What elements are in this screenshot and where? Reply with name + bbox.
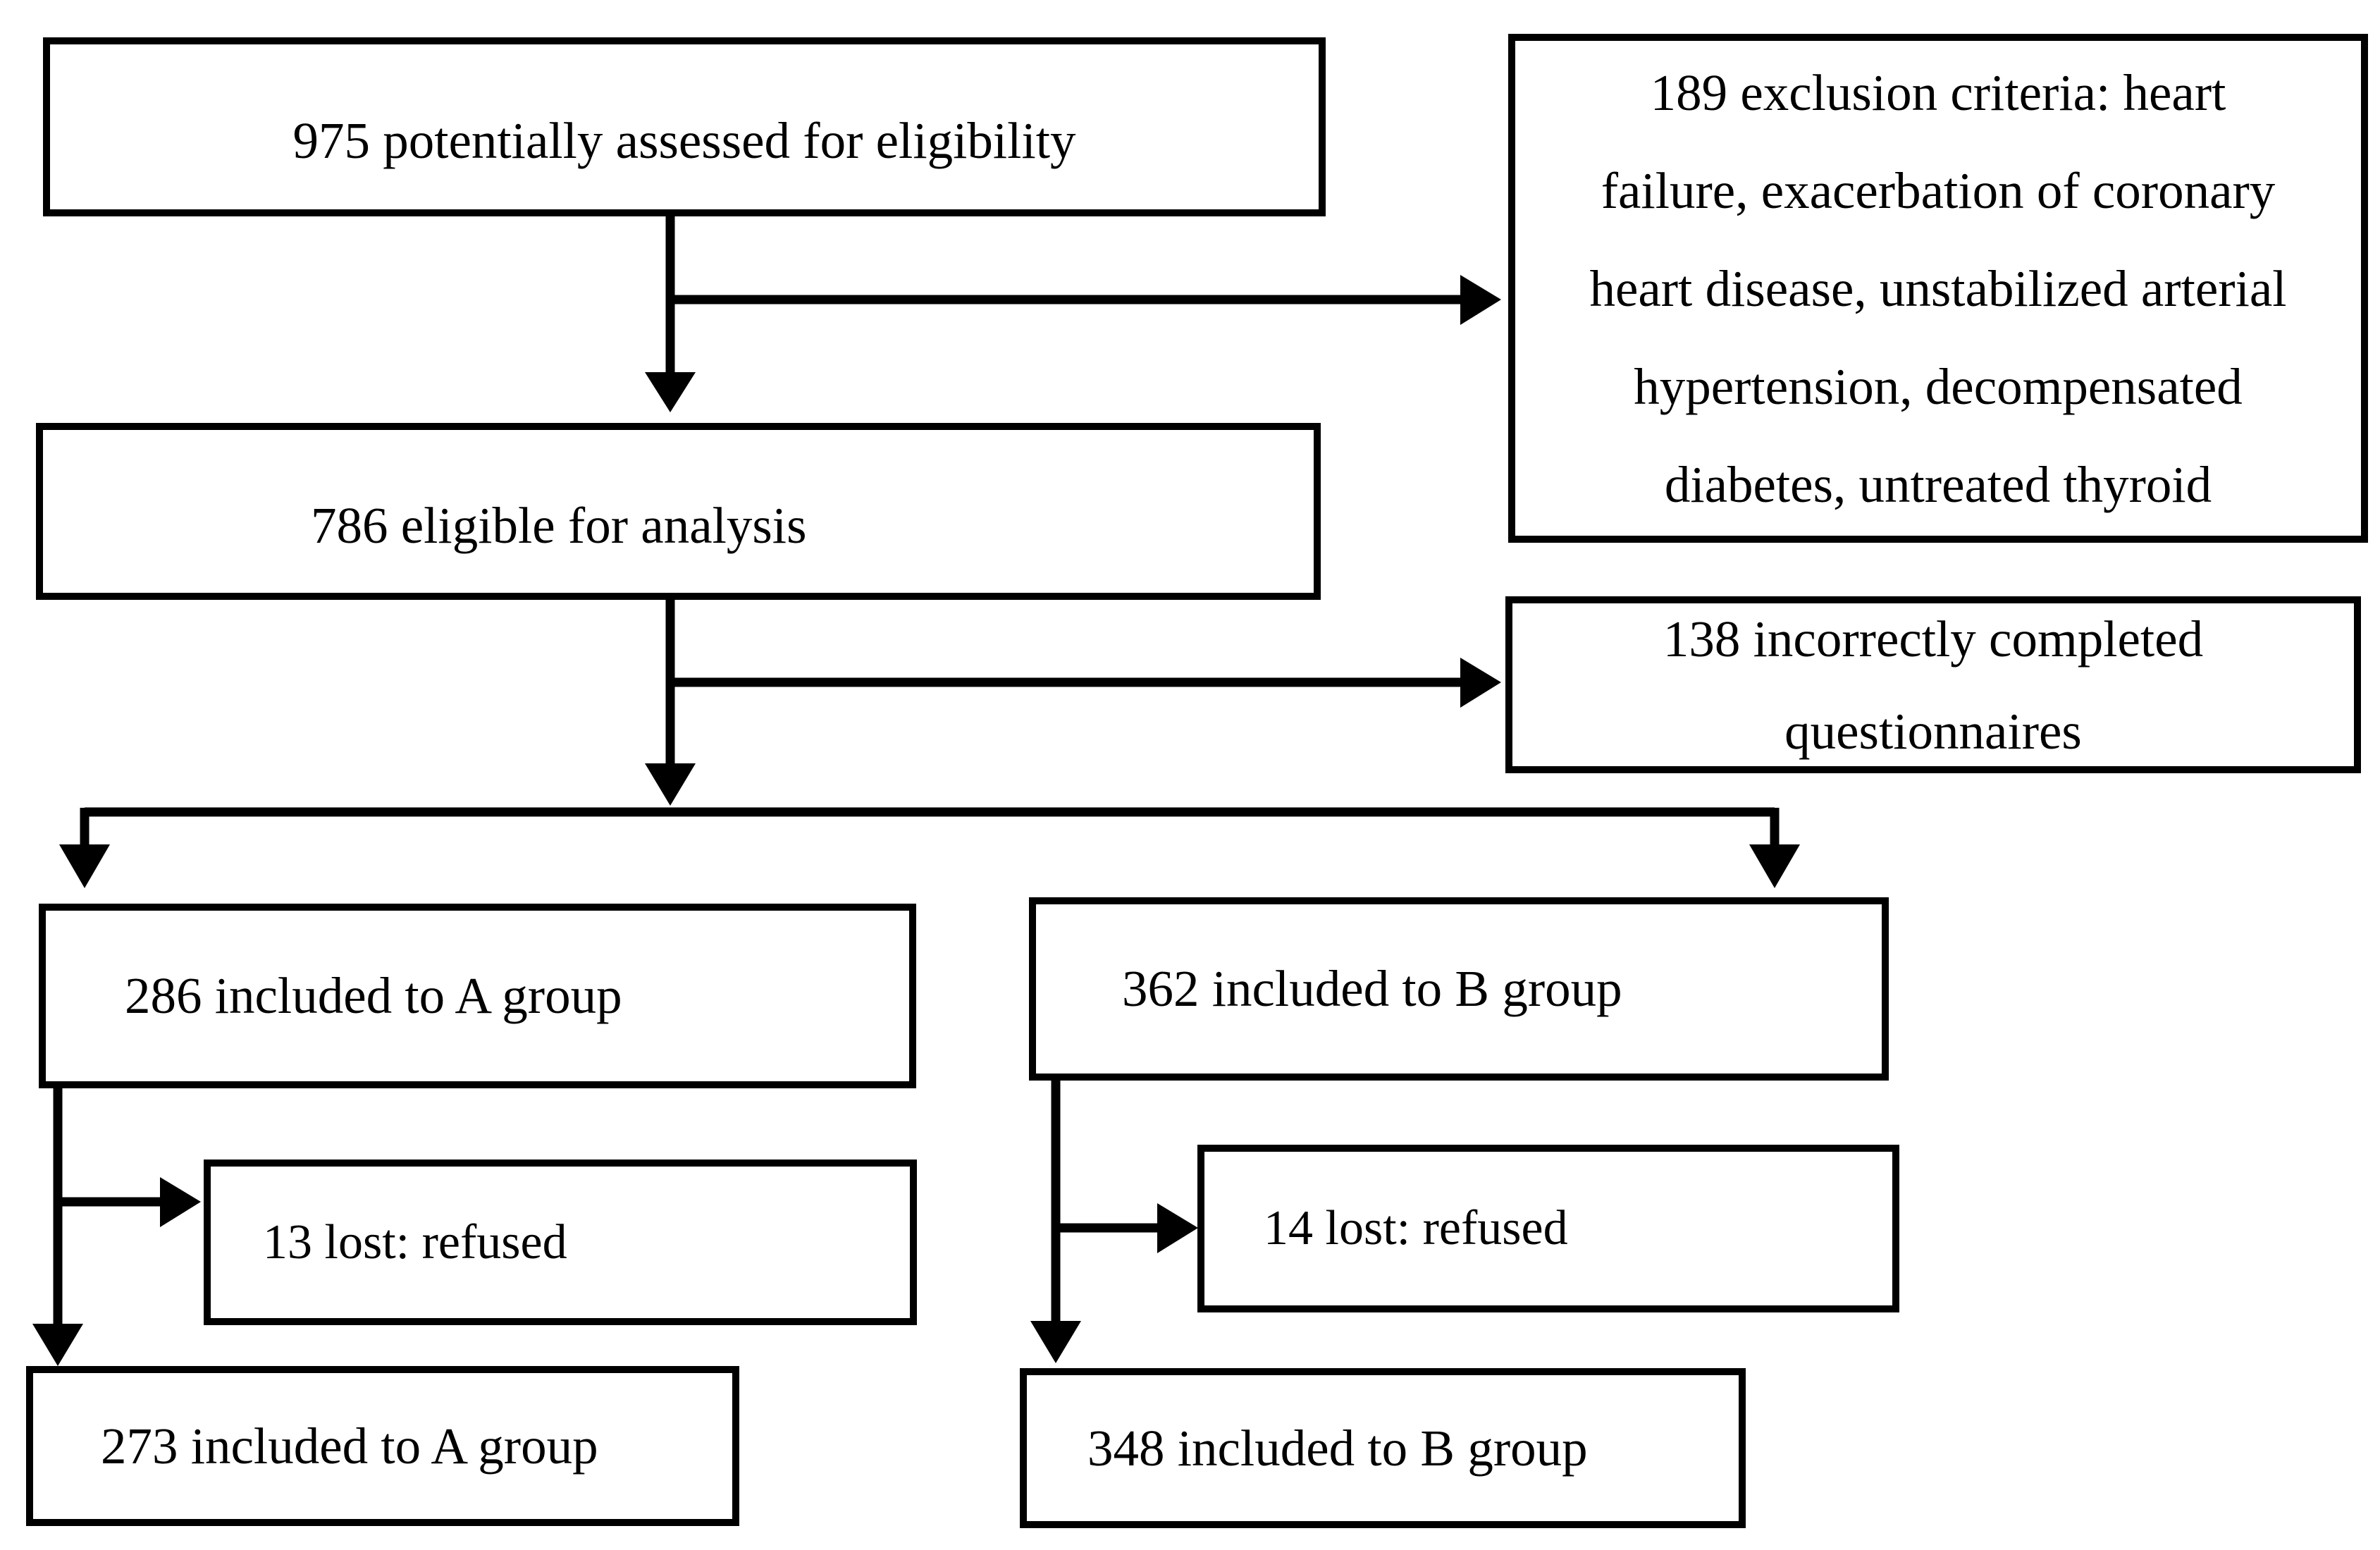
arrow-group-a-to-lost-a: [58, 1177, 201, 1227]
arrow-group-b-to-final-b: [1030, 1081, 1081, 1363]
node-final-a-label: 273 included to A group: [101, 1417, 598, 1475]
node-exclusion-line: heart disease, unstabilized arterial: [1589, 259, 2287, 317]
node-eligible-label: 786 eligible for analysis: [311, 496, 807, 554]
node-lost-b-box: 14 lost: refused: [1197, 1145, 1899, 1312]
node-lost-b-label: 14 lost: refused: [1264, 1201, 1568, 1256]
node-questionnaires-line: 138 incorrectly completed: [1663, 610, 2204, 668]
node-final-b-label: 348 included to B group: [1087, 1419, 1588, 1477]
arrow-assessed-to-eligible: [645, 216, 696, 412]
node-group-b-label: 362 included to B group: [1122, 960, 1622, 1018]
node-group-a-label: 286 included to A group: [125, 967, 622, 1025]
arrow-group-a-to-final-a: [32, 1088, 83, 1366]
node-exclusion-box: 189 exclusion criteria: heart failure, e…: [1508, 34, 2368, 543]
node-lost-a-box: 13 lost: refused: [204, 1160, 917, 1325]
arrow-group-b-to-lost-b: [1056, 1203, 1198, 1253]
arrow-assessed-to-exclusion: [670, 275, 1501, 325]
node-assessed-box: 975 potentially assessed for eligibility: [43, 37, 1326, 216]
node-eligible-box: 786 eligible for analysis: [36, 423, 1321, 600]
node-group-a-box: 286 included to A group: [39, 904, 916, 1088]
arrow-split-bar: [59, 807, 1800, 888]
node-lost-a-label: 13 lost: refused: [263, 1214, 567, 1269]
node-questionnaires-line: questionnaires: [1784, 702, 2082, 760]
node-assessed-label: 975 potentially assessed for eligibility: [292, 112, 1076, 170]
node-exclusion-line: hypertension, decompensated: [1634, 357, 2243, 415]
arrow-eligible-to-split: [645, 600, 696, 806]
node-questionnaires-box: 138 incorrectly completed questionnaires: [1505, 596, 2361, 773]
arrow-eligible-to-questionnaires: [670, 658, 1501, 708]
node-exclusion-line: 189 exclusion criteria: heart: [1650, 63, 2226, 121]
node-group-b-box: 362 included to B group: [1029, 897, 1889, 1081]
node-final-a-box: 273 included to A group: [26, 1366, 739, 1526]
node-exclusion-line: failure, exacerbation of coronary: [1601, 161, 2276, 219]
node-final-b-box: 348 included to B group: [1020, 1368, 1746, 1528]
node-exclusion-line: diabetes, untreated thyroid: [1664, 455, 2212, 513]
